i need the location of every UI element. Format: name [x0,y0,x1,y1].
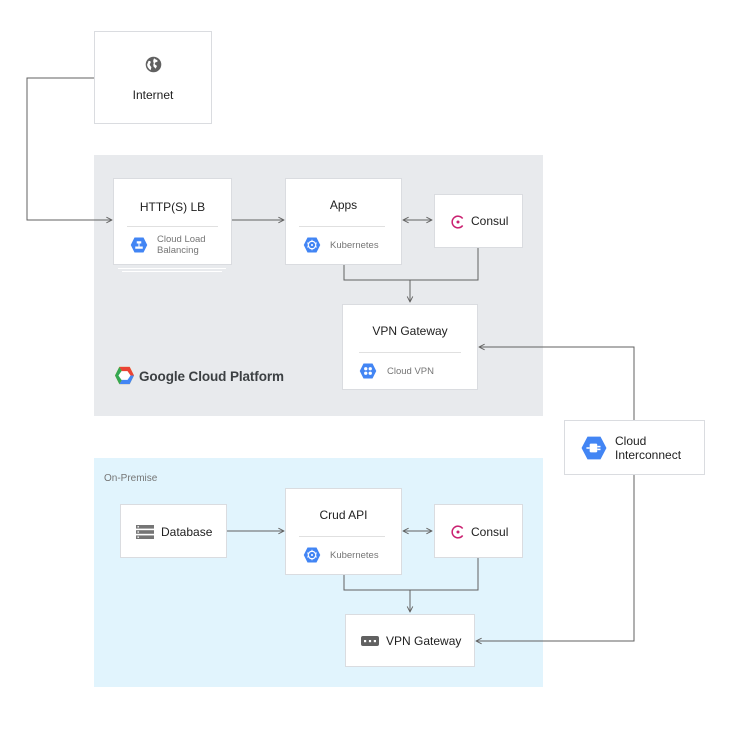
crud-api-service: Kubernetes [330,550,379,561]
apps-service: Kubernetes [330,240,379,251]
connector-consul-vpn [410,248,479,281]
apps-node[interactable]: Apps Kubernetes [285,178,402,265]
gcp-brand-label: Google Cloud Platform [139,369,284,384]
kubernetes-icon [303,547,321,563]
load-balancing-icon [130,237,148,253]
crud-api-divider [299,536,385,537]
interconnect-label-line1: Cloud [615,434,647,448]
http-lb-title: HTTP(S) LB [139,200,206,214]
connector-consul2-vpn [410,558,479,591]
connector-apps-vpn [343,265,410,281]
kubernetes-icon [303,237,321,253]
onprem-consul-label: Consul [471,525,509,539]
onprem-region-label: On-Premise [104,473,158,484]
connector-interconnect-onprem-vpn [476,475,635,641]
vpn-device-icon [361,636,379,646]
gcp-vpn-service: Cloud VPN [387,366,434,377]
onprem-vpn-label: VPN Gateway [386,634,462,648]
apps-title: Apps [329,198,358,212]
lb-stack-shadow-1 [118,268,226,269]
interconnect-icon [581,436,607,460]
http-lb-node[interactable]: HTTP(S) LB Cloud Load Balancing [113,178,232,265]
onprem-consul-node[interactable]: Consul [434,504,523,558]
gcp-vpn-divider [359,352,461,353]
gcp-consul-node[interactable]: Consul [434,194,523,248]
interconnect-label-line2: Interconnect [615,448,682,462]
connector-interconnect-gcp-vpn [479,347,635,420]
http-lb-service-line2: Balancing [157,245,199,256]
onprem-vpn-gateway-node[interactable]: VPN Gateway [345,614,475,667]
gcp-consul-label: Consul [471,214,509,228]
http-lb-service-line1: Cloud Load [157,234,206,245]
database-node[interactable]: Database [120,504,227,558]
gcp-vpn-gateway-node[interactable]: VPN Gateway Cloud VPN [342,304,478,390]
crud-api-node[interactable]: Crud API Kubernetes [285,488,402,575]
gcp-vpn-title: VPN Gateway [372,324,448,338]
globe-icon [145,56,162,73]
cloud-interconnect-node[interactable]: Cloud Interconnect [564,420,705,475]
crud-api-title: Crud API [319,508,368,522]
consul-icon [451,215,464,229]
gcp-brand: Google Cloud Platform [114,366,314,386]
connector-internet-lb [26,77,112,220]
database-label: Database [161,525,213,539]
internet-label: Internet [132,88,174,102]
database-icon [136,525,154,539]
lb-stack-shadow-2 [122,271,222,272]
cloud-vpn-icon [359,363,377,379]
gcp-logo-icon [115,366,134,385]
internet-node[interactable]: Internet [94,31,212,124]
http-lb-divider [127,226,218,227]
consul-icon [451,525,464,539]
connector-crud-vpn [343,575,410,591]
apps-divider [299,226,385,227]
